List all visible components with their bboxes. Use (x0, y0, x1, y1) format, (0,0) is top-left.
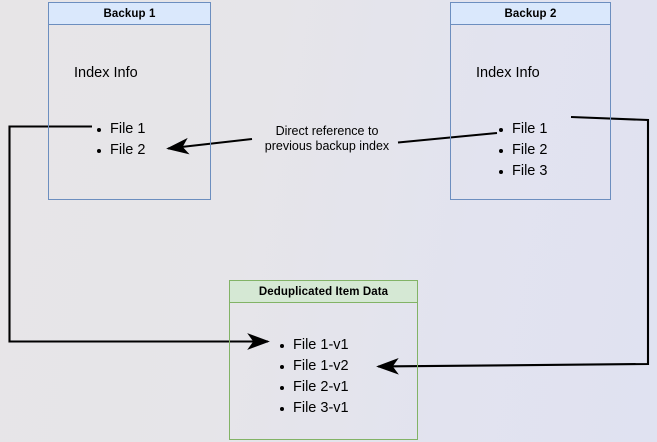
backup-1-box[interactable]: Backup 1 Index Info File 1 File 2 (48, 2, 211, 200)
backup-2-title: Backup 2 (504, 7, 557, 20)
backup-2-body: Index Info File 1 File 2 File 3 (450, 24, 611, 200)
list-item: File 2 (95, 140, 145, 161)
list-item: File 1 (497, 119, 547, 140)
backup-1-file-list: File 1 File 2 (95, 119, 145, 161)
backup-1-body: Index Info File 1 File 2 (48, 24, 211, 200)
backup-2-index-info-label: Index Info (476, 65, 540, 81)
direct-reference-annotation: Direct reference to previous backup inde… (264, 124, 390, 153)
dedup-body: File 1-v1 File 1-v2 File 2-v1 File 3-v1 (229, 302, 418, 440)
backup-2-file-list: File 1 File 2 File 3 (497, 119, 547, 182)
list-item: File 2 (497, 140, 547, 161)
list-item: File 1-v1 (278, 335, 349, 356)
deduplicated-item-data-box[interactable]: Deduplicated Item Data File 1-v1 File 1-… (229, 280, 418, 440)
backup-1-title: Backup 1 (103, 7, 156, 20)
dedup-item-list: File 1-v1 File 1-v2 File 2-v1 File 3-v1 (278, 335, 349, 419)
list-item: File 2-v1 (278, 377, 349, 398)
list-item: File 1-v2 (278, 356, 349, 377)
backup-2-header: Backup 2 (450, 2, 611, 25)
list-item: File 3-v1 (278, 398, 349, 419)
list-item: File 1 (95, 119, 145, 140)
backup-1-index-info-label: Index Info (74, 65, 138, 81)
backup-2-box[interactable]: Backup 2 Index Info File 1 File 2 File 3 (450, 2, 611, 200)
dedup-title: Deduplicated Item Data (258, 285, 389, 298)
backup-1-header: Backup 1 (48, 2, 211, 25)
list-item: File 3 (497, 161, 547, 182)
dedup-header: Deduplicated Item Data (229, 280, 418, 303)
